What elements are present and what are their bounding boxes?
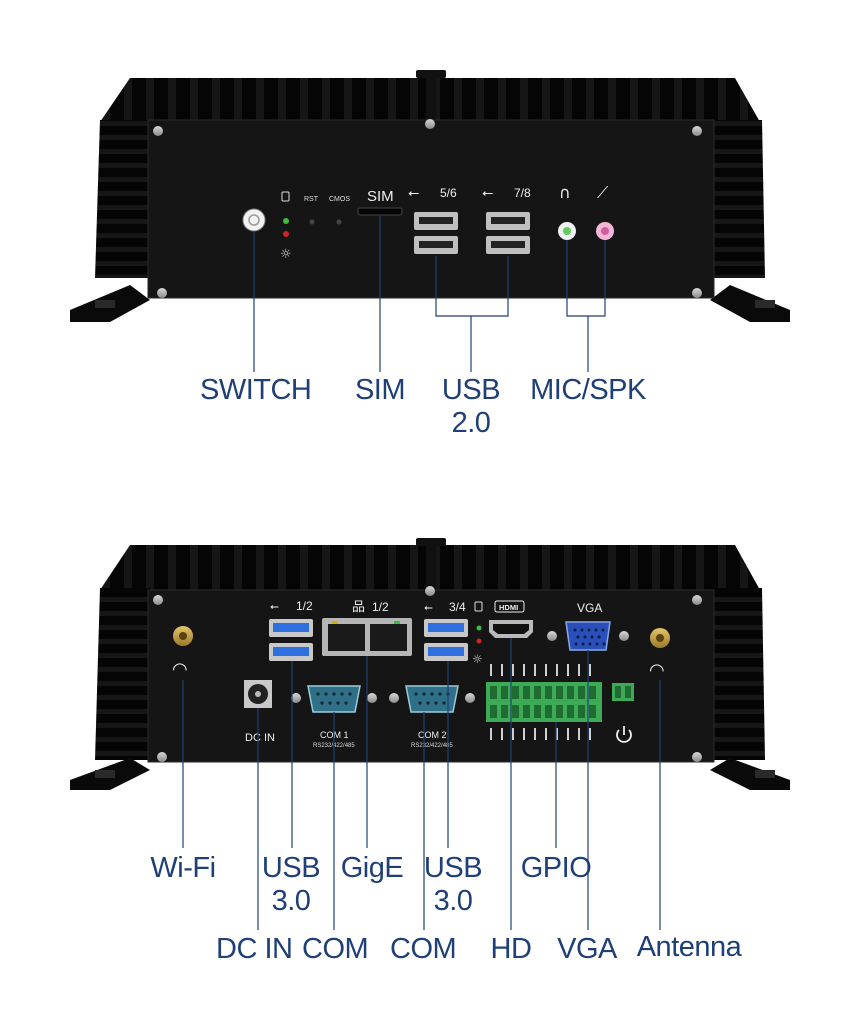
cmos-button[interactable]	[336, 219, 342, 225]
dc-in-jack[interactable]	[244, 680, 272, 708]
sim-slot[interactable]	[357, 207, 403, 216]
wifi-icon: ◠	[172, 659, 188, 680]
back-face-panel	[147, 589, 715, 763]
hdd-led	[476, 625, 482, 631]
vga-callout: VGA	[557, 933, 617, 965]
hdd-led	[283, 218, 289, 224]
hdmi-silk: HDMI	[499, 603, 518, 612]
lan-1-2-silk: 1/2	[372, 600, 389, 614]
com1-port[interactable]	[291, 685, 377, 713]
mic-spk-callout: MIC/SPK	[530, 374, 646, 406]
hd-callout: HD	[490, 933, 532, 965]
usb-1-2-silk: 1/2	[296, 599, 313, 613]
dc-in-silk: DC IN	[245, 732, 275, 744]
vga-silk: VGA	[577, 601, 602, 615]
rear-power-button[interactable]	[616, 726, 632, 743]
wifi-callout: Wi-Fi	[150, 852, 216, 884]
dc-in-callout: DC IN	[216, 933, 293, 965]
disk-icon	[474, 601, 483, 612]
power-led	[283, 231, 289, 237]
cmos-silk: CMOS	[329, 196, 350, 203]
com2-port[interactable]	[389, 685, 475, 713]
usb3-ports-right[interactable]	[424, 619, 468, 661]
usb3-icon: ⭠	[424, 601, 433, 614]
vga-port[interactable]	[547, 621, 629, 651]
front-face-panel	[147, 119, 715, 299]
usb-icon: ⭠	[482, 185, 493, 201]
com2-sub-silk: RS232/422/485	[411, 743, 453, 749]
back-leader-lines	[182, 638, 661, 930]
back-screws	[153, 586, 702, 762]
disk-icon	[281, 191, 290, 202]
usb3-ports-left[interactable]	[269, 619, 313, 661]
front-screws	[153, 119, 702, 298]
usb3-icon: ⭠	[270, 600, 279, 613]
usb3-right-callout: USB 3.0	[423, 852, 483, 917]
usb2-ports[interactable]	[414, 212, 530, 254]
back-unit: ◠ ◠ ⭠ 1/2 品 1/2 ⭠ 3/4	[70, 538, 790, 790]
gpio-pin-silk	[490, 664, 591, 740]
usb2-callout: USB 2.0	[441, 374, 501, 439]
sim-silk: SIM	[367, 188, 394, 205]
power-led	[476, 638, 482, 644]
power-switch-button[interactable]	[242, 208, 266, 232]
power-terminal[interactable]	[612, 683, 634, 701]
usb-5-6-silk: 5/6	[440, 186, 457, 200]
bulb-icon: ☼	[280, 247, 292, 262]
antenna-callout: Antenna	[636, 931, 742, 963]
gpio-callout: GPIO	[520, 852, 592, 884]
usb-3-4-silk: 3/4	[449, 600, 466, 614]
headphone-icon: ∩	[559, 183, 571, 202]
com2-silk: COM 2	[418, 730, 447, 740]
rst-button[interactable]	[309, 219, 315, 225]
bulb-icon: ☼	[472, 652, 483, 666]
usb3-left-callout: USB 3.0	[261, 852, 321, 917]
wifi-antenna-connector-left[interactable]	[173, 626, 193, 646]
com-b-callout: COM	[390, 933, 457, 965]
switch-callout: SWITCH	[200, 374, 312, 406]
usb-icon: ⭠	[408, 185, 419, 201]
com-a-callout: COM	[302, 933, 369, 965]
lan-icon: 品	[352, 600, 365, 615]
hdmi-port[interactable]	[489, 620, 533, 638]
usb-7-8-silk: 7/8	[514, 186, 531, 200]
wifi-antenna-connector-right[interactable]	[650, 628, 670, 648]
gige-ports[interactable]	[322, 618, 412, 656]
rst-silk: RST	[304, 196, 319, 203]
front-leader-lines	[253, 216, 606, 372]
sim-callout: SIM	[354, 374, 406, 406]
gige-callout: GigE	[340, 852, 404, 884]
microphone-icon: ⟋	[597, 183, 609, 202]
front-unit: ☼ RST CMOS SIM ⭠ 5/6 ⭠ 7/8 ∩ ⟋	[70, 70, 790, 322]
wifi-icon: ◠	[649, 660, 665, 681]
back-right-foot	[710, 758, 790, 790]
front-right-foot	[710, 285, 790, 322]
gpio-terminal-block[interactable]	[486, 682, 602, 722]
